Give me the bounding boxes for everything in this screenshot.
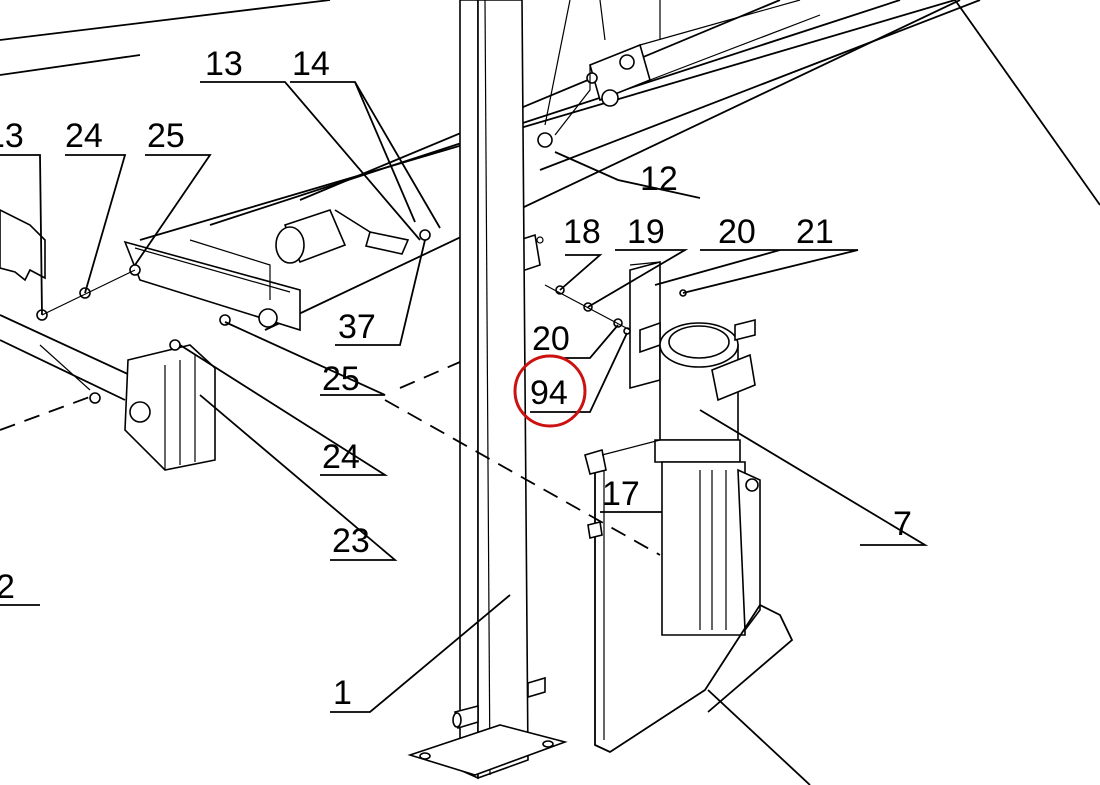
callout-13-left: 13 <box>0 117 24 155</box>
callout-7: 7 <box>893 505 912 543</box>
callout-20-mid: 20 <box>532 320 570 358</box>
top-runway-beam <box>0 0 981 332</box>
callout-19: 19 <box>627 213 665 251</box>
column <box>407 0 568 780</box>
callout-17: 17 <box>602 475 640 513</box>
callout-labels: 13 14 13 24 25 12 18 19 20 21 37 20 25 9… <box>0 45 912 712</box>
power-unit <box>544 260 794 754</box>
callout-1: 1 <box>333 674 352 712</box>
callout-21: 21 <box>796 213 834 251</box>
callout-25-mid: 25 <box>322 360 360 398</box>
callout-2: 2 <box>0 568 15 606</box>
callout-14: 14 <box>292 45 330 83</box>
callout-20-top: 20 <box>718 213 756 251</box>
callout-24-mid: 24 <box>322 438 360 476</box>
highlight-circle <box>513 354 587 428</box>
callout-18: 18 <box>563 213 601 251</box>
callout-94: 94 <box>530 374 568 412</box>
callout-25-top: 25 <box>147 117 185 155</box>
callout-23: 23 <box>332 522 370 560</box>
center-lines <box>0 361 661 556</box>
callout-24-top: 24 <box>65 117 103 155</box>
callout-13: 13 <box>205 45 243 83</box>
left-cross-beam <box>0 209 216 471</box>
callout-37: 37 <box>338 308 376 346</box>
callout-12: 12 <box>640 160 678 198</box>
